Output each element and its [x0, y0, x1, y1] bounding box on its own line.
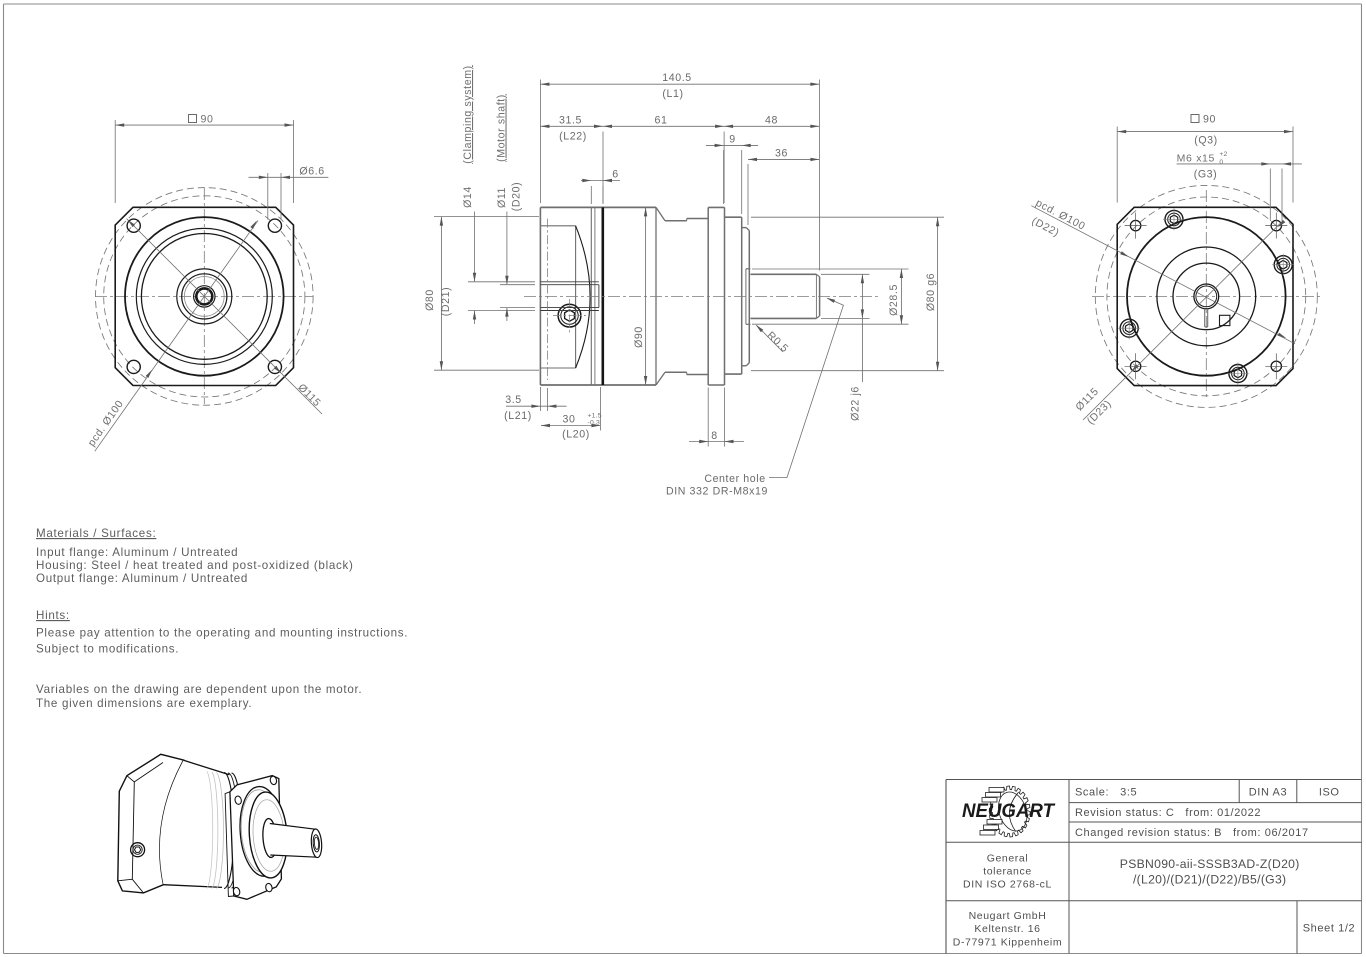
svg-text:9: 9 [729, 134, 736, 146]
svg-text:/(L20)/(D21)/(D22)/B5/(G3): /(L20)/(D21)/(D22)/B5/(G3) [1133, 873, 1286, 887]
svg-text:Ø28.5: Ø28.5 [888, 284, 900, 316]
svg-text:(L21): (L21) [504, 410, 532, 422]
svg-text:(Q3): (Q3) [1194, 135, 1218, 147]
svg-text:NEUGART: NEUGART [962, 801, 1055, 822]
svg-text:30: 30 [563, 414, 576, 426]
svg-text:Scale: 3:5: Scale: 3:5 [1075, 787, 1137, 799]
svg-text:(L22): (L22) [559, 131, 587, 143]
svg-text:+2: +2 [1219, 151, 1227, 158]
svg-text:Housing: Steel / heat treated: Housing: Steel / heat treated and post-o… [36, 559, 354, 572]
svg-text:Sheet 1/2: Sheet 1/2 [1303, 923, 1356, 935]
svg-text:-0.3: -0.3 [588, 420, 601, 427]
svg-text:Keltenstr. 16: Keltenstr. 16 [974, 923, 1040, 935]
svg-text:Ø6.6: Ø6.6 [299, 166, 324, 178]
svg-text:Materials / Surfaces:: Materials / Surfaces: [36, 527, 156, 540]
svg-text:M6: M6 [1177, 153, 1193, 165]
svg-text:Hints:: Hints: [36, 609, 70, 622]
svg-text:Ø115: Ø115 [295, 382, 323, 410]
svg-text:61: 61 [655, 115, 668, 127]
svg-text:Ø80 g6: Ø80 g6 [925, 273, 937, 311]
svg-text:90: 90 [1203, 114, 1216, 126]
svg-text:+1.5: +1.5 [588, 413, 602, 420]
svg-text:3.5: 3.5 [505, 394, 522, 406]
svg-text:(L20): (L20) [562, 429, 590, 441]
svg-text:48: 48 [765, 115, 778, 127]
svg-text:DIN A3: DIN A3 [1249, 787, 1287, 799]
svg-text:0: 0 [1219, 159, 1223, 166]
svg-text:ISO: ISO [1319, 787, 1340, 799]
svg-text:Ø22 j6: Ø22 j6 [850, 386, 862, 421]
svg-text:pcd. Ø100: pcd. Ø100 [86, 398, 126, 449]
svg-text:Revision status: C from: 01/: Revision status: C from: 01/2022 [1075, 807, 1261, 819]
svg-text:Please pay attention to the op: Please pay attention to the operating an… [36, 627, 408, 640]
svg-text:(Clamping system): (Clamping system) [462, 65, 474, 164]
svg-text:(G3): (G3) [1194, 169, 1218, 181]
svg-text:Subject to modifications.: Subject to modifications. [36, 643, 179, 656]
svg-text:The given dimensions are exemp: The given dimensions are exemplary. [36, 697, 252, 710]
svg-text:General: General [987, 853, 1029, 865]
svg-text:36: 36 [775, 148, 788, 160]
svg-text:(L1): (L1) [662, 88, 683, 100]
svg-text:Ø80: Ø80 [424, 289, 436, 311]
svg-text:Center hole: Center hole [704, 473, 765, 485]
svg-text:8: 8 [711, 430, 718, 442]
svg-text:Ø14: Ø14 [462, 186, 474, 208]
svg-text:Ø11: Ø11 [496, 187, 508, 208]
svg-text:x15: x15 [1196, 153, 1215, 165]
svg-text:31.5: 31.5 [559, 115, 582, 127]
svg-text:140.5: 140.5 [662, 72, 692, 84]
svg-text:(D20): (D20) [511, 182, 523, 212]
svg-text:DIN 332 DR-M8x19: DIN 332 DR-M8x19 [666, 486, 768, 498]
svg-text:Ø90: Ø90 [633, 326, 645, 348]
svg-text:tolerance: tolerance [983, 866, 1032, 878]
svg-text:90: 90 [201, 114, 214, 126]
svg-text:6: 6 [612, 169, 619, 181]
svg-text:D-77971 Kippenheim: D-77971 Kippenheim [953, 937, 1062, 949]
svg-text:Input flange: Aluminum / Untre: Input flange: Aluminum / Untreated [36, 546, 238, 559]
svg-text:(Motor shaft): (Motor shaft) [496, 94, 508, 162]
svg-text:Neugart GmbH: Neugart GmbH [969, 910, 1047, 922]
svg-text:PSBN090-aii-SSSB3AD-Z(D20): PSBN090-aii-SSSB3AD-Z(D20) [1120, 857, 1300, 871]
svg-text:(D21): (D21) [440, 287, 452, 317]
svg-text:DIN ISO 2768-cL: DIN ISO 2768-cL [963, 879, 1052, 891]
svg-text:Output flange: Aluminum / Untr: Output flange: Aluminum / Untreated [36, 572, 248, 585]
svg-text:Variables on the drawing are d: Variables on the drawing are dependent u… [36, 683, 362, 696]
svg-text:Changed revision status: B f: Changed revision status: B from: 06/2017 [1075, 827, 1309, 839]
svg-text:R0.5: R0.5 [764, 329, 790, 355]
